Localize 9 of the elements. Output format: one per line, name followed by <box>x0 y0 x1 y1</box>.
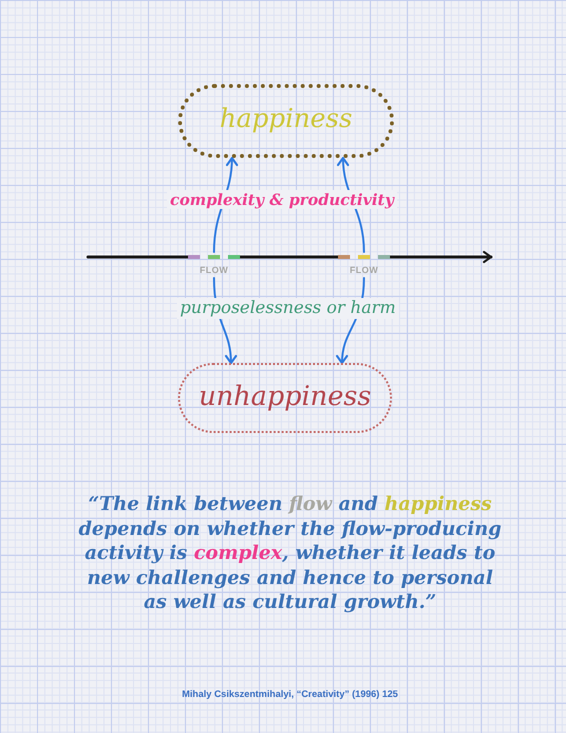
timeline-segment <box>86 256 190 258</box>
path-label: purposelessness or harm <box>177 298 399 319</box>
path-label: complexity & productivity <box>167 190 397 209</box>
quote-text: “The link between flow and happiness depends on whether the flow-producing activity is complex, whether it leads to new challenges and hence to personal as well as cultural growth.” <box>78 492 502 614</box>
dotted-outline-box: unhappiness <box>178 363 392 433</box>
citation-text: Mihaly Csikszentmihalyi, “Creativity” (1996) 125 <box>182 689 398 701</box>
timeline-arrow <box>388 250 492 264</box>
dotted-outline-box: happiness <box>178 84 394 158</box>
timeline-segment <box>238 256 340 258</box>
